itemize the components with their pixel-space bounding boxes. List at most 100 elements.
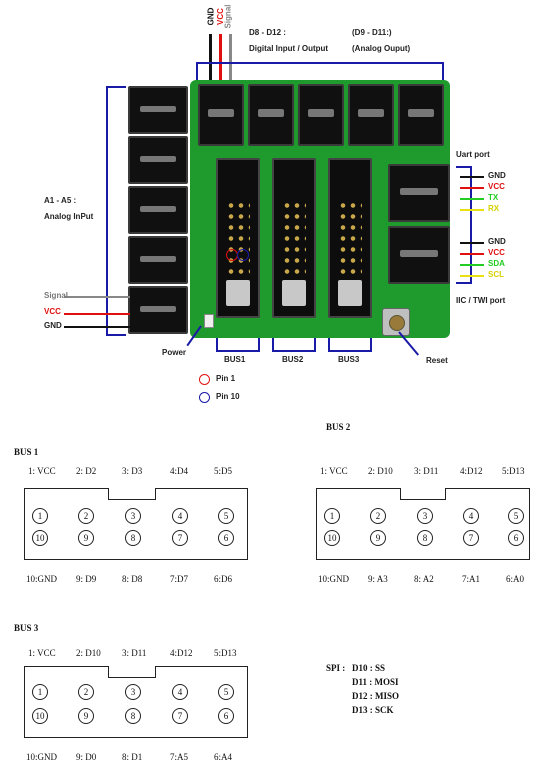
legend-signal-line xyxy=(64,296,130,298)
analog-port-5 xyxy=(128,286,188,334)
uart-rx-label: RX xyxy=(488,204,500,213)
digital-port-2 xyxy=(248,84,294,146)
analog-port-4 xyxy=(128,236,188,284)
bus2-pin: 5 xyxy=(508,508,524,524)
pin10-legend-circle xyxy=(199,392,210,403)
bus1-bottom-label: 10:GND xyxy=(26,574,57,584)
i2c-gnd-label: GND xyxy=(488,237,506,246)
bus1-pin: 9 xyxy=(78,530,94,546)
bus2-bottom-label: 10:GND xyxy=(318,574,349,584)
uart-tx-line xyxy=(460,198,484,200)
top-bracket xyxy=(196,62,444,80)
bus1-pin: 4 xyxy=(172,508,188,524)
bus1-pin: 2 xyxy=(78,508,94,524)
uart-gnd-line xyxy=(460,176,484,178)
bus2-bottom-label: 7:A1 xyxy=(462,574,480,584)
digital-io-subtitle: Digital Input / Output xyxy=(249,44,329,53)
analog-port-2 xyxy=(128,136,188,184)
bus3-bracket xyxy=(328,338,372,352)
i2c-port xyxy=(388,226,450,284)
bus1-pin: 1 xyxy=(32,508,48,524)
bus1-header xyxy=(216,158,260,318)
bus3-pin: 6 xyxy=(218,708,234,724)
uart-port xyxy=(388,164,450,222)
uart-vcc-line xyxy=(460,187,484,189)
bus3-title: BUS 3 xyxy=(14,623,39,633)
bus1-top-label: 3: D3 xyxy=(122,466,143,476)
bus2-title: BUS 2 xyxy=(326,422,351,432)
bus1-pin: 7 xyxy=(172,530,188,546)
analog-input-subtitle: Analog InPut xyxy=(44,212,94,221)
bus2-bottom-label: 8: A2 xyxy=(414,574,434,584)
bus2-pin: 8 xyxy=(417,530,433,546)
bus1-bottom-label: 8: D8 xyxy=(122,574,143,584)
uart-title: Uart port xyxy=(456,150,490,159)
analog-port-1 xyxy=(128,86,188,134)
i2c-vcc-line xyxy=(460,253,484,255)
bus2-pin: 2 xyxy=(370,508,386,524)
bus1-bottom-label: 9: D9 xyxy=(76,574,97,584)
analog-port-3 xyxy=(128,186,188,234)
uart-rx-line xyxy=(460,209,484,211)
bus1-bracket xyxy=(216,338,260,352)
i2c-sda-line xyxy=(460,264,484,266)
bus1-pin: 5 xyxy=(218,508,234,524)
bus1-board-label: BUS1 xyxy=(224,355,246,364)
right-bracket xyxy=(456,166,472,284)
uart-vcc-label: VCC xyxy=(488,182,505,191)
bus1-title: BUS 1 xyxy=(14,447,39,457)
top-signal-label: Signal xyxy=(223,4,233,29)
spi-line: D10 : SS xyxy=(352,663,386,673)
bus3-pin: 2 xyxy=(78,684,94,700)
bus3-board-label: BUS3 xyxy=(338,355,360,364)
bus3-bottom-label: 6:A4 xyxy=(214,752,232,762)
bus3-pin: 10 xyxy=(32,708,48,724)
legend-gnd-line xyxy=(64,326,130,328)
bus1-pin: 6 xyxy=(218,530,234,546)
i2c-vcc-label: VCC xyxy=(488,248,505,257)
bus2-bottom-label: 9: A3 xyxy=(368,574,388,584)
board-diagram: GND VCC Signal D8 - D12 : Digital Input … xyxy=(44,4,506,403)
bus2-pin: 1 xyxy=(324,508,340,524)
bus3-connector: 1: VCC 2: D10 3: D11 4:D12 5:D13 1 2 3 4… xyxy=(24,648,248,762)
bus3-pin: 5 xyxy=(218,684,234,700)
bus3-pin: 1 xyxy=(32,684,48,700)
bus1-pin: 8 xyxy=(125,530,141,546)
bus1-connector: 1: VCC 2: D2 3: D3 4:D4 5:D5 1 2 3 4 5 1… xyxy=(24,466,248,584)
bus3-top-label: 4:D12 xyxy=(170,648,193,658)
digital-port-1 xyxy=(198,84,244,146)
bus3-bottom-label: 8: D1 xyxy=(122,752,143,762)
reset-label: Reset xyxy=(426,356,448,365)
reset-button xyxy=(382,308,410,336)
vcc-wire-top xyxy=(219,34,222,82)
analog-input-title: A1 - A5 : xyxy=(44,196,77,205)
bus1-top-label: 1: VCC xyxy=(28,466,56,476)
bus2-pin: 7 xyxy=(463,530,479,546)
power-led xyxy=(204,314,214,328)
bus2-bottom-label: 6:A0 xyxy=(506,574,524,584)
digital-port-3 xyxy=(298,84,344,146)
top-gnd-label: GND xyxy=(206,7,216,26)
spi-line: D11 : MOSI xyxy=(352,677,399,687)
legend-gnd-label: GND xyxy=(44,321,62,330)
spi-line: D12 : MISO xyxy=(352,691,399,701)
bus3-bottom-label: 7:A5 xyxy=(170,752,188,762)
spi-legend: SPI : D10 : SS D11 : MOSI D12 : MISO D13… xyxy=(326,663,466,723)
bus1-bottom-label: 6:D6 xyxy=(214,574,232,584)
pin1-legend-label: Pin 1 xyxy=(216,374,236,383)
power-label: Power xyxy=(162,348,187,357)
spi-prefix: SPI : xyxy=(326,663,346,673)
i2c-title: IIC / TWI port xyxy=(456,296,506,305)
bus2-top-label: 2: D10 xyxy=(368,466,393,476)
i2c-scl-label: SCL xyxy=(488,270,504,279)
bus3-pin: 8 xyxy=(125,708,141,724)
bus3-pin: 7 xyxy=(172,708,188,724)
bus2-connector: 1: VCC 2: D10 3: D11 4:D12 5:D13 1 2 3 4… xyxy=(316,466,530,584)
bus2-pin: 6 xyxy=(508,530,524,546)
pin10-marker xyxy=(237,249,249,261)
bus1-pin: 3 xyxy=(125,508,141,524)
legend-vcc-line xyxy=(64,313,130,315)
analog-output-subtitle: (Analog Ouput) xyxy=(352,44,411,53)
bus3-bottom-label: 9: D0 xyxy=(76,752,97,762)
i2c-sda-label: SDA xyxy=(488,259,505,268)
